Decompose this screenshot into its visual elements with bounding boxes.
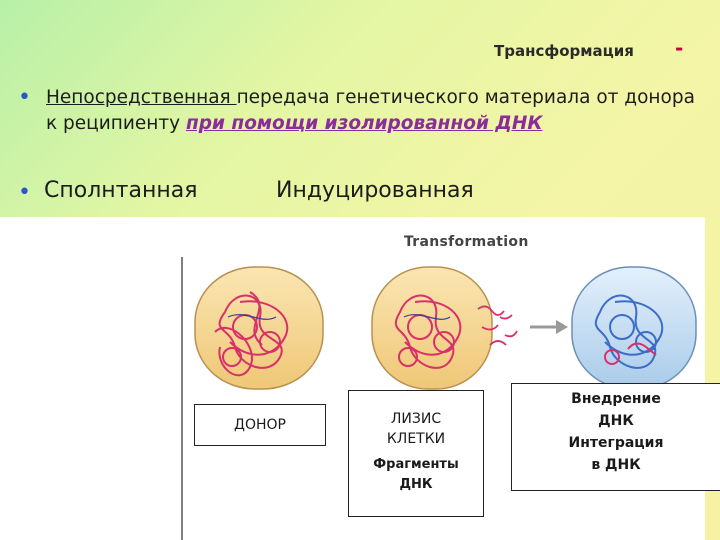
underlined-term: Непосредственная: [46, 87, 237, 108]
integration-line2: ДНК: [598, 413, 634, 429]
type-induced: Индуцированная: [276, 178, 474, 203]
lysis-line2: КЛЕТКИ: [386, 431, 446, 447]
title-dash: -: [675, 36, 684, 60]
bullet-icon: •: [18, 180, 31, 205]
donor-cell: [194, 266, 324, 390]
integration-line4: в ДНК: [591, 457, 641, 473]
donor-text: ДОНОР: [234, 417, 286, 433]
integration-line1: Внедрение: [571, 391, 661, 407]
type-spontaneous: Сполнтанная: [44, 178, 198, 203]
label-lysis: ЛИЗИС КЛЕТКИ Фрагменты ДНК: [348, 390, 484, 517]
lysing-cell: [371, 266, 518, 390]
definition-text: передача генетического материала от доно…: [46, 87, 695, 134]
bullet-icon: •: [18, 85, 31, 110]
integration-line3: Интеграция: [568, 435, 664, 451]
figure-title: Transformation: [404, 234, 529, 250]
bullet-definition: Непосредственная передача генетического …: [46, 85, 706, 137]
label-donor: ДОНОР: [194, 404, 326, 446]
transformation-diagram: [181, 257, 697, 540]
fragments-line1: Фрагменты: [373, 457, 459, 472]
emphasis-text: при помощи изолированной ДНК: [186, 113, 543, 134]
fragments-line2: ДНК: [399, 477, 433, 492]
recipient-cell: [571, 266, 697, 390]
arrow-icon: [530, 320, 568, 334]
slide-title: Трансформация: [494, 42, 634, 60]
lysis-line1: ЛИЗИС: [390, 411, 442, 427]
label-integration: Внедрение ДНК Интеграция в ДНК: [511, 383, 720, 491]
